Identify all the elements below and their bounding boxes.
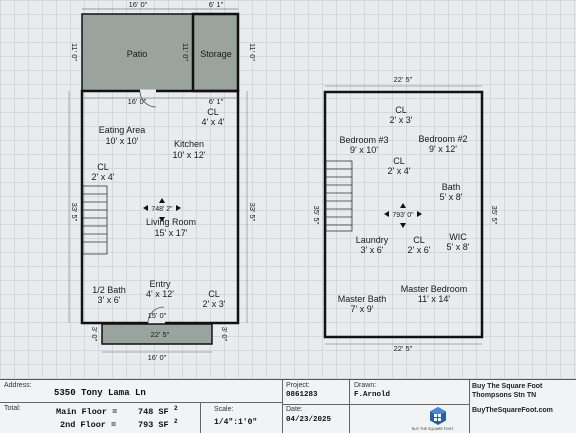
- storage-width-dim: 6' 1": [209, 0, 224, 9]
- room-size: 10' x 10': [106, 136, 139, 146]
- company-website: BuyTheSquareFoot.com: [472, 407, 553, 414]
- second-center-arrows-icon: [384, 203, 422, 228]
- room-size: 2' x 3': [203, 299, 226, 309]
- main-inner-top-dim-1: 16' 0": [128, 97, 147, 106]
- total-label: Total:: [4, 405, 21, 412]
- second-floor-value: 793 SF: [138, 420, 169, 430]
- address-value: 5350 Tony Lama Ln: [54, 388, 146, 398]
- room-size: 2' x 3': [390, 115, 413, 125]
- center-arrows-icon: [143, 198, 181, 222]
- room-size: 11' x 14': [418, 294, 451, 304]
- room-label: CL: [413, 235, 425, 245]
- room-label: Master Bedroom: [401, 284, 468, 294]
- second-top-dim: 22' 5": [394, 75, 413, 84]
- drawn-value: F.Arnold: [354, 391, 391, 399]
- floor-plan-drawing: Patio Storage 16' 0" 6' 1" 11' 0" 11' 0"…: [68, 0, 499, 362]
- room-label: CL: [395, 105, 407, 115]
- patio-inner-dim: 11' 0": [181, 43, 190, 61]
- room-label: Living Room: [146, 217, 196, 227]
- second-floor-sq-sup: 2: [174, 418, 178, 425]
- room-label: CL: [208, 289, 220, 299]
- room-size: 10' x 12': [173, 150, 206, 160]
- room-label: Kitchen: [174, 139, 204, 149]
- scale-label: Scale:: [214, 406, 234, 413]
- logo-text: BUY THE SQUARE FOOT: [412, 427, 454, 431]
- address-label: Address:: [4, 382, 32, 389]
- room-size: 2' x 4': [388, 166, 411, 176]
- room-label: Bath: [442, 182, 461, 192]
- porch-bottom-dim: 16' 0": [148, 353, 167, 362]
- room-label: Entry: [149, 279, 171, 289]
- porch-top-dim: 15' 0": [148, 311, 167, 320]
- main-floor-sq-sup: 2: [174, 405, 178, 412]
- room-label: WIC: [449, 232, 467, 242]
- room-label: Eating Area: [99, 125, 146, 135]
- room-label: Bedroom #3: [339, 135, 388, 145]
- second-floor-outline: [323, 90, 484, 339]
- porch-left-dim: 3' 0": [90, 327, 99, 342]
- room-size: 9' x 10': [350, 145, 378, 155]
- date-value: 04/23/2025: [286, 416, 332, 424]
- company-logo-icon: [428, 406, 448, 426]
- main-inner-top-dim-2: 6' 1": [209, 97, 224, 106]
- room-size: 7' x 9': [351, 304, 374, 314]
- room-size: 4' x 12': [146, 289, 174, 299]
- room-label: CL: [393, 156, 405, 166]
- room-size: 3' x 6': [361, 245, 384, 255]
- room-label: 1/2 Bath: [92, 285, 126, 295]
- company-location: Thompsons Stn TN: [472, 392, 537, 399]
- main-right-depth-dim: 33' 5": [248, 203, 257, 222]
- main-left-depth-dim: 33' 5": [70, 203, 79, 222]
- room-size: 3' x 6': [98, 295, 121, 305]
- center-dim: 748' 2": [151, 206, 173, 213]
- porch-inner-dim: 22' 5": [151, 330, 170, 339]
- room-size: 5' x 8': [440, 192, 463, 202]
- room-label: CL: [97, 162, 109, 172]
- room-size: 5' x 8': [447, 242, 470, 252]
- project-value: 0861283: [286, 391, 318, 399]
- second-floor-label: 2nd Floor =: [60, 420, 117, 430]
- room-label: Bedroom #2: [418, 134, 467, 144]
- main-floor-label: Main Floor =: [56, 407, 118, 417]
- title-block: Address: 5350 Tony Lama Ln Total: Main F…: [0, 379, 576, 433]
- patio-depth-dim: 11' 0": [70, 43, 79, 61]
- second-floor-stairs: [325, 160, 353, 232]
- patio-area: [81, 13, 194, 92]
- second-bottom-dim: 22' 5": [394, 344, 413, 353]
- main-floor-value: 748 SF: [138, 407, 169, 417]
- room-label: CL: [207, 107, 219, 117]
- date-label: Date:: [286, 406, 303, 413]
- storage-depth-dim: 11' 0": [248, 43, 257, 61]
- room-label: Laundry: [356, 235, 389, 245]
- room-size: 4' x 4': [202, 117, 225, 127]
- front-porch: [101, 323, 213, 345]
- room-size: 9' x 12': [429, 144, 457, 154]
- storage-label: Storage: [200, 49, 232, 59]
- patio-width-dim: 16' 0": [129, 0, 148, 9]
- drawn-label: Drawn:: [354, 382, 377, 389]
- second-center-dim: 793' 0": [392, 212, 414, 219]
- company-name: Buy The Square Foot: [472, 383, 543, 390]
- room-size: 2' x 6': [408, 245, 431, 255]
- room-size: 2' x 4': [92, 172, 115, 182]
- project-label: Project:: [286, 382, 310, 389]
- porch-right-dim: 3' 0": [220, 327, 229, 342]
- room-size: 15' x 17': [155, 228, 188, 238]
- second-left-dim: 35' 5": [312, 206, 321, 225]
- second-right-dim: 35' 5": [490, 206, 499, 225]
- main-floor-stairs: [82, 185, 108, 255]
- scale-value: 1/4":1'0": [214, 418, 258, 427]
- patio-label: Patio: [127, 49, 148, 59]
- room-label: Master Bath: [338, 294, 387, 304]
